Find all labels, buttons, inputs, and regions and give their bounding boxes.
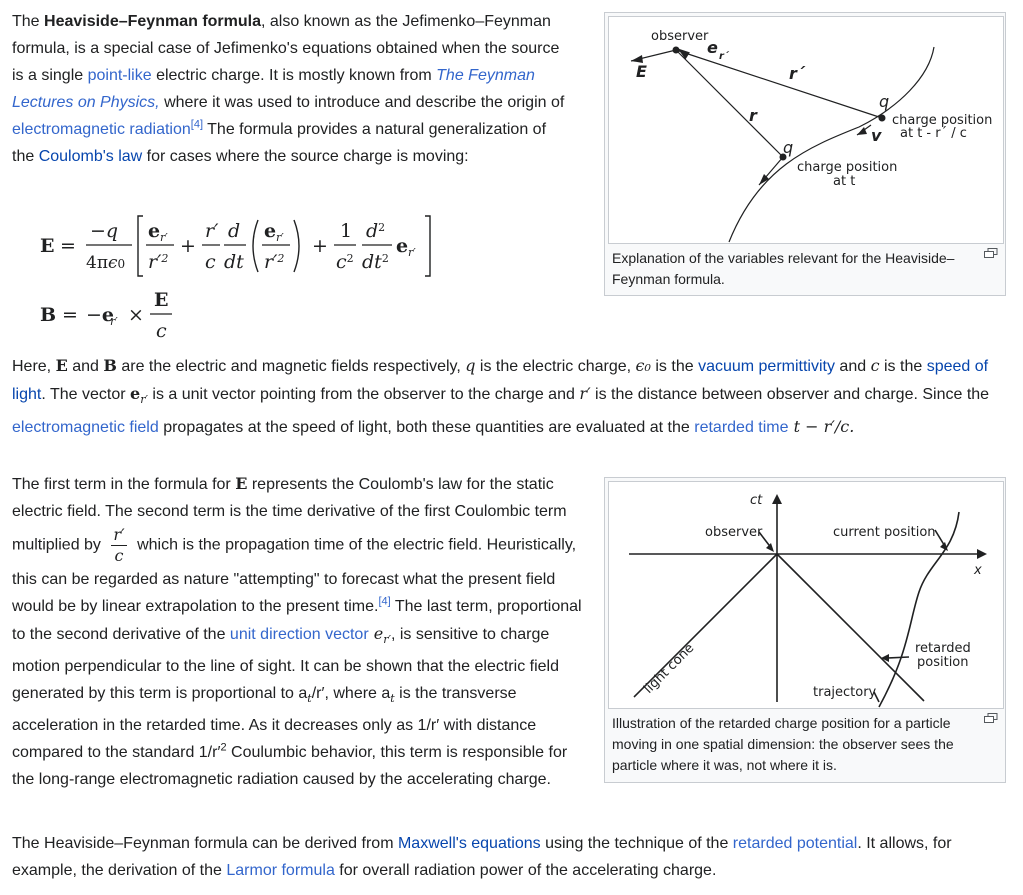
svg-text:dt: dt — [224, 251, 244, 273]
label-position: position — [917, 655, 969, 670]
svg-text:e: e — [148, 220, 160, 242]
label-trajectory: trajectory — [813, 685, 877, 700]
link-larmor-formula[interactable]: Larmor formula — [226, 862, 335, 879]
link-feynman-lectures[interactable]: The Feynman Lectures on Physics, — [12, 67, 535, 111]
figure-retarded-position: ct x observer current position retarded … — [604, 477, 1006, 783]
label-charge-pos2: charge position — [797, 160, 897, 175]
svg-text:−e: −e — [86, 304, 114, 326]
label-light-cone: light cone — [641, 641, 697, 697]
link-unit-direction-vector[interactable]: unit direction vector — [229, 626, 369, 643]
svg-text:1: 1 — [340, 220, 352, 242]
figure-variables-image: observer E e r´ r´ r q q v charge positi… — [608, 16, 1004, 244]
svg-text:E: E — [154, 289, 168, 311]
link-point-like[interactable]: point-like — [87, 67, 152, 84]
label-x: x — [973, 563, 982, 578]
figure-retarded-image: ct x observer current position retarded … — [608, 481, 1004, 709]
intro-paragraph: The Heaviside–Feynman formula, also know… — [12, 13, 565, 165]
link-vacuum-permittivity[interactable]: vacuum permittivity — [698, 358, 835, 375]
svg-text:r′: r′ — [408, 246, 416, 259]
label-ct: ct — [750, 493, 763, 508]
svg-text:c: c — [156, 320, 167, 342]
label-E: E — [636, 62, 647, 81]
svg-text:d2: d2 — [366, 220, 385, 242]
svg-text:dt2: dt2 — [362, 251, 389, 273]
label-observer: observer — [705, 525, 763, 540]
label-charge-pos1: charge position — [892, 113, 992, 128]
label-charge-pos1b: at t - r´ / c — [900, 126, 967, 141]
ref-4[interactable]: [4] — [190, 118, 203, 131]
label-observer: observer — [651, 29, 709, 44]
svg-text:e: e — [264, 220, 276, 242]
svg-text:4πϵ0: 4πϵ0 — [86, 253, 125, 273]
term-heaviside-feynman: Heaviside–Feynman formula — [44, 13, 261, 30]
svg-text:×: × — [128, 304, 144, 326]
figure-variables-caption: Explanation of the variables relevant fo… — [608, 244, 1002, 290]
label-r-prime: r´ — [789, 64, 806, 83]
fraction-r-over-c: r′c — [111, 525, 127, 565]
fields-paragraph: Here, E and B are the electric and magne… — [12, 356, 990, 437]
svg-text:r′: r′ — [205, 220, 219, 242]
label-er: e — [707, 38, 718, 57]
label-retarded: retarded — [915, 641, 971, 656]
svg-text:−q: −q — [90, 220, 118, 242]
label-r: r — [749, 106, 758, 125]
svg-text:r′: r′ — [160, 231, 168, 244]
svg-text:c2: c2 — [336, 251, 354, 273]
svg-text:c: c — [205, 251, 216, 273]
retarded-diagram: ct x observer current position retarded … — [629, 493, 987, 708]
svg-text:e: e — [396, 235, 408, 257]
link-em-radiation[interactable]: electromagnetic radiation — [12, 121, 191, 138]
figure-variables: observer E e r´ r´ r q q v charge positi… — [604, 12, 1006, 296]
link-speed-of-light[interactable]: speed of light — [12, 358, 989, 403]
svg-text:r′2: r′2 — [148, 251, 168, 273]
svg-text:r′: r′ — [276, 231, 284, 244]
label-q2: q — [783, 138, 793, 157]
label-v: v — [871, 126, 882, 145]
link-maxwells-equations[interactable]: Maxwell's equations — [397, 835, 541, 852]
equation-magnetic-field: B = −er′ × E c — [40, 289, 172, 342]
variables-diagram: observer E e r´ r´ r q q v charge positi… — [630, 29, 992, 243]
label-current-position: current position — [833, 525, 936, 540]
svg-text:r′: r′ — [110, 315, 118, 328]
derivation-paragraph: The Heaviside–Feynman formula can be der… — [12, 835, 952, 879]
enlarge-icon[interactable] — [984, 248, 998, 258]
svg-text:+: + — [312, 235, 328, 257]
svg-text:r´: r´ — [719, 50, 730, 62]
svg-text:B: B — [40, 304, 56, 326]
enlarge-icon[interactable] — [984, 713, 998, 723]
svg-text:=: = — [62, 304, 78, 326]
link-electromagnetic-field[interactable]: electromagnetic field — [12, 419, 159, 437]
link-coulombs-law[interactable]: Coulomb's law — [38, 148, 143, 165]
svg-text:d: d — [228, 220, 240, 242]
svg-text:=: = — [60, 235, 76, 257]
ref-4b[interactable]: [4] — [378, 595, 391, 608]
svg-text:r′2: r′2 — [264, 251, 284, 273]
label-charge-pos2b: at t — [833, 174, 855, 189]
link-retarded-potential[interactable]: retarded potential — [732, 835, 858, 852]
link-retarded-time[interactable]: retarded time — [694, 419, 789, 437]
terms-paragraph: The first term in the formula for E repr… — [12, 474, 582, 789]
svg-text:E: E — [40, 235, 54, 257]
label-q1: q — [879, 92, 889, 111]
svg-text:+: + — [180, 235, 196, 257]
figure-retarded-caption: Illustration of the retarded charge posi… — [608, 709, 1002, 776]
